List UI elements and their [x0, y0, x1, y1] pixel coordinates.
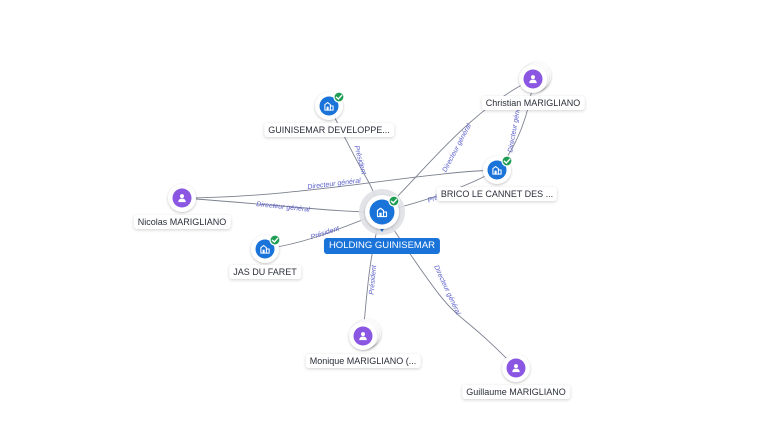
graph-node-christian[interactable]: [519, 62, 551, 93]
graph-node-nicolas[interactable]: [168, 184, 196, 212]
node-label-jas[interactable]: JAS DU FARET: [229, 265, 301, 279]
edge-label: Président: [352, 145, 367, 176]
node-label-brico[interactable]: BRICO LE CANNET DES ...: [436, 187, 558, 201]
node-disc: [369, 199, 395, 225]
graph-node-holding[interactable]: [359, 189, 405, 235]
node-disc: [319, 96, 339, 116]
edge-line: [381, 211, 517, 369]
graph-node-monique[interactable]: [349, 319, 381, 350]
graph-node-jas[interactable]: [251, 234, 281, 263]
edge-line: [181, 169, 498, 199]
graph-node-brico[interactable]: [483, 155, 513, 184]
edge-label: Directeur général: [442, 122, 474, 173]
node-disc: [487, 160, 507, 180]
node-label-holding[interactable]: HOLDING GUINISEMAR: [323, 238, 441, 254]
verified-badge: [269, 234, 281, 246]
edge-line: [381, 78, 534, 213]
verified-badge: [501, 155, 513, 167]
verified-badge: [388, 195, 400, 207]
edge-label: Directeur général: [256, 201, 311, 214]
node-label-nicolas[interactable]: Nicolas MARIGLIANO: [133, 215, 231, 229]
graph-node-guillaume[interactable]: [502, 354, 530, 382]
node-label-christian[interactable]: Christian MARIGLIANO: [481, 96, 585, 110]
graph-node-guinisemar_dev[interactable]: [315, 91, 345, 120]
node-disc: [255, 239, 275, 259]
node-label-monique[interactable]: Monique MARIGLIANO (...: [305, 354, 421, 368]
verified-badge: [333, 91, 345, 103]
edge-label: Directeur général: [307, 178, 362, 192]
edge-label: Pré: [427, 194, 440, 205]
edge-label: Directeur général: [432, 264, 461, 316]
node-label-guinisemar_dev[interactable]: GUINISEMAR DEVELOPPE...: [264, 123, 394, 137]
edge-label: Président: [369, 264, 379, 295]
node-label-guillaume[interactable]: Guillaume MARIGLIANO: [462, 385, 570, 399]
nodes-layer: [168, 62, 551, 382]
